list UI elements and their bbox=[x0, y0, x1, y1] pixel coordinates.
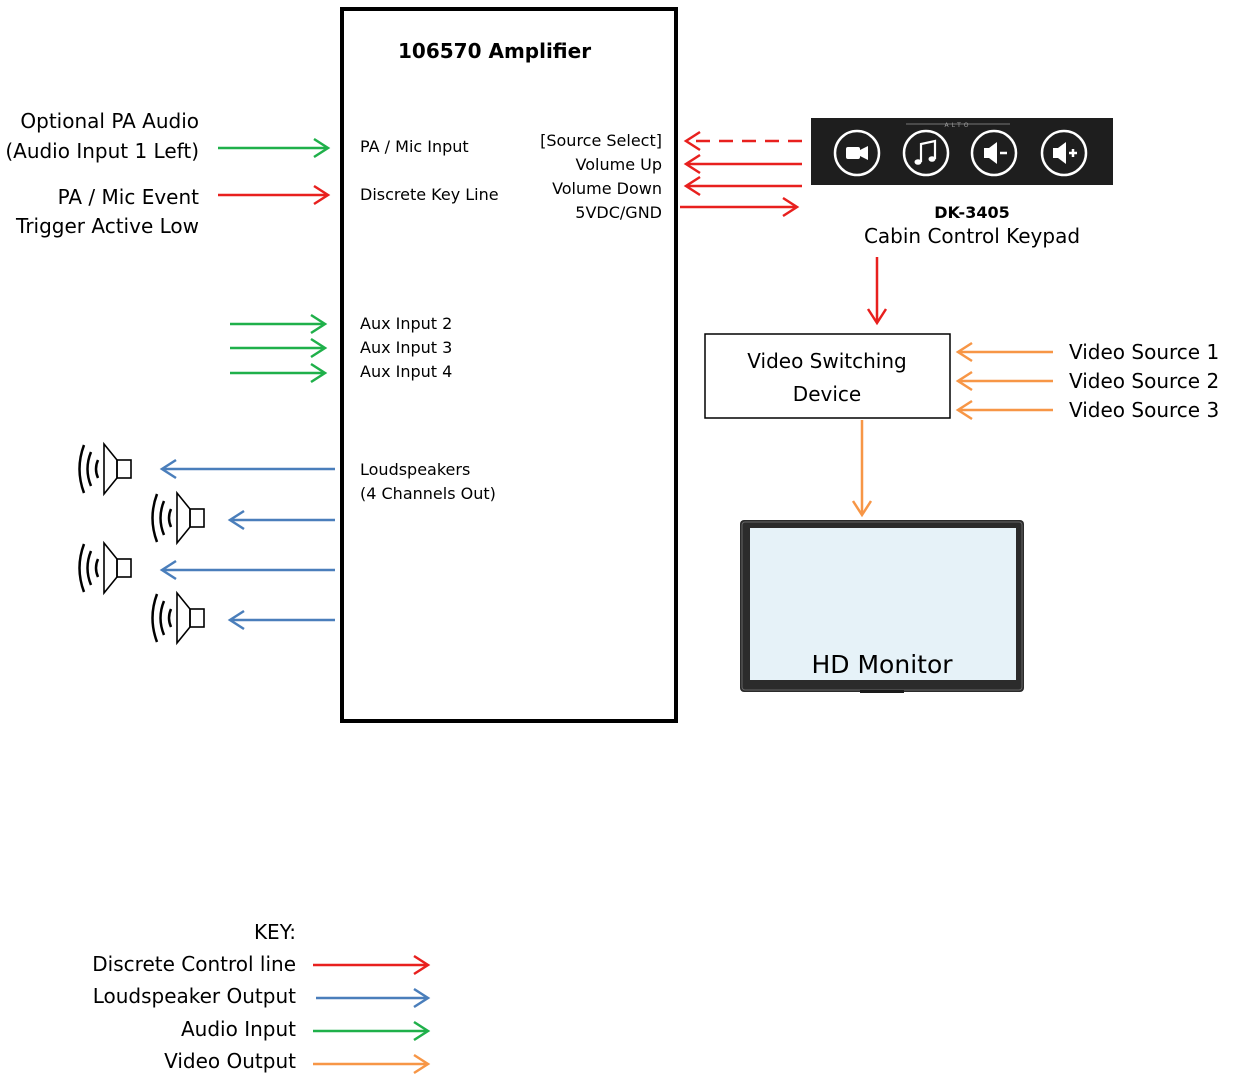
legend-title: KEY: bbox=[254, 920, 296, 944]
aux-input-3-arrow bbox=[230, 337, 328, 359]
video-source-2-arrow bbox=[955, 370, 1053, 392]
pa-mic-event-label: PA / Mic Event bbox=[58, 185, 200, 209]
legend-audio-input-arrow bbox=[313, 1020, 431, 1042]
amplifier-title: 106570 Amplifier bbox=[398, 39, 591, 63]
legend-video-output-label: Video Output bbox=[164, 1049, 296, 1073]
audio-input-1-left-label: (Audio Input 1 Left) bbox=[5, 139, 199, 163]
source-select-arrow bbox=[683, 130, 802, 152]
keypad-description-label: Cabin Control Keypad bbox=[864, 224, 1080, 248]
volume-up-label: Volume Up bbox=[576, 155, 662, 174]
aux-input-3-label: Aux Input 3 bbox=[360, 338, 452, 357]
discrete-key-line-label: Discrete Key Line bbox=[360, 185, 499, 204]
legend-loudspeaker-output-label: Loudspeaker Output bbox=[93, 984, 296, 1008]
video-source-3-label: Video Source 3 bbox=[1069, 398, 1219, 422]
speaker-1-arrow bbox=[159, 458, 335, 480]
legend-video-output-arrow bbox=[313, 1053, 431, 1075]
key-line-arrow bbox=[218, 184, 331, 206]
pa-audio-arrow bbox=[218, 137, 331, 159]
legend-discrete-control-label: Discrete Control line bbox=[92, 952, 296, 976]
volume-up-arrow bbox=[683, 153, 802, 175]
loudspeaker-3-icon bbox=[78, 541, 133, 595]
volume-down-arrow bbox=[683, 175, 802, 197]
speaker-3-arrow bbox=[159, 559, 335, 581]
video-switch-label-2: Device bbox=[793, 382, 861, 406]
speaker-2-arrow bbox=[227, 509, 335, 531]
volume-down-icon[interactable] bbox=[970, 129, 1018, 177]
dk-3405-keypad: ALTO bbox=[811, 118, 1113, 185]
aux-input-2-arrow bbox=[230, 313, 328, 335]
switch-to-monitor-arrow bbox=[851, 420, 873, 518]
keypad-brand-mark: ALTO bbox=[944, 122, 971, 129]
aux-input-4-arrow bbox=[230, 362, 328, 384]
legend-discrete-control-arrow bbox=[313, 954, 431, 976]
power-label: 5VDC/GND bbox=[575, 203, 662, 222]
video-switching-device-box bbox=[704, 333, 951, 419]
loudspeaker-4-icon bbox=[151, 591, 206, 645]
trigger-active-low-label: Trigger Active Low bbox=[15, 214, 199, 238]
optional-pa-audio-label: Optional PA Audio bbox=[20, 109, 199, 133]
video-switch-label-1: Video Switching bbox=[747, 349, 906, 373]
aux-input-4-label: Aux Input 4 bbox=[360, 362, 452, 381]
video-source-1-label: Video Source 1 bbox=[1069, 340, 1219, 364]
video-source-1-arrow bbox=[955, 341, 1053, 363]
legend-audio-input-label: Audio Input bbox=[181, 1017, 296, 1041]
music-note-icon[interactable] bbox=[902, 129, 950, 177]
pa-mic-input-label: PA / Mic Input bbox=[360, 137, 469, 156]
keypad-model-label: DK-3405 bbox=[934, 203, 1009, 222]
hd-monitor-label: HD Monitor bbox=[811, 650, 953, 679]
aux-input-2-label: Aux Input 2 bbox=[360, 314, 452, 333]
video-source-2-label: Video Source 2 bbox=[1069, 369, 1219, 393]
hd-monitor bbox=[740, 520, 1024, 693]
legend-loudspeaker-output-arrow bbox=[316, 987, 431, 1009]
loudspeakers-channels-label: (4 Channels Out) bbox=[360, 484, 496, 503]
video-source-3-arrow bbox=[955, 399, 1053, 421]
power-arrow bbox=[680, 196, 800, 218]
loudspeaker-2-icon bbox=[151, 491, 206, 545]
speaker-4-arrow bbox=[227, 609, 335, 631]
video-camera-icon[interactable] bbox=[833, 129, 881, 177]
volume-up-icon[interactable] bbox=[1040, 129, 1088, 177]
volume-down-label: Volume Down bbox=[552, 179, 662, 198]
source-select-label: [Source Select] bbox=[540, 131, 662, 150]
amplifier-box bbox=[340, 7, 678, 723]
loudspeakers-label: Loudspeakers bbox=[360, 460, 470, 479]
keypad-to-switch-arrow bbox=[866, 257, 888, 326]
loudspeaker-1-icon bbox=[78, 442, 133, 496]
legend: KEY: Discrete Control line Loudspeaker O… bbox=[92, 920, 431, 1075]
